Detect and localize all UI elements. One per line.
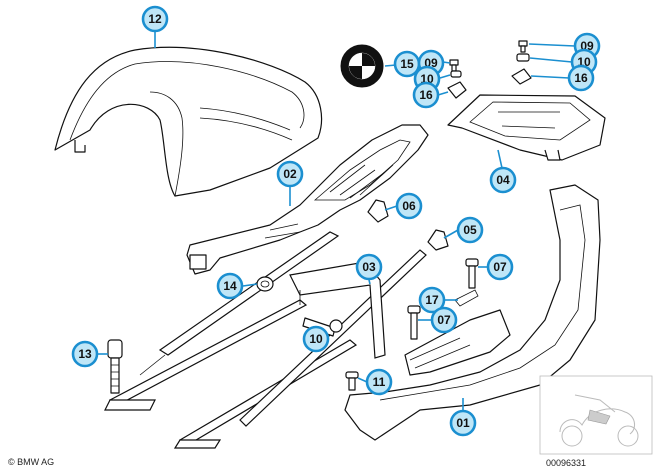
callout-03[interactable]: 03 [355, 253, 383, 281]
clip-06-drawing [367, 199, 389, 223]
seat-cover-drawing [54, 46, 323, 197]
callout-11[interactable]: 11 [365, 368, 393, 396]
svg-text:06: 06 [402, 199, 416, 213]
diagram-number: 00096331 [546, 458, 586, 468]
callout-12[interactable]: 12 [141, 5, 169, 33]
svg-text:05: 05 [463, 223, 477, 237]
callout-13[interactable]: 13 [71, 340, 99, 368]
motorcycle-thumbnail [539, 375, 653, 455]
grab-rail-drawing [186, 124, 429, 275]
callout-16[interactable]: 16 [412, 81, 440, 109]
callout-07[interactable]: 07 [486, 253, 514, 281]
screw-11-drawing [345, 371, 359, 391]
grommet-drawing [256, 276, 274, 292]
callout-17[interactable]: 17 [418, 286, 446, 314]
copyright-text: © BMW AG [8, 457, 54, 467]
callout-15[interactable]: 15 [393, 50, 421, 78]
svg-text:14: 14 [223, 279, 237, 293]
clip-05-drawing [427, 229, 449, 251]
callout-07[interactable]: 07 [430, 306, 458, 334]
svg-text:03: 03 [362, 260, 376, 274]
clip-17-drawing [454, 289, 479, 307]
callout-05[interactable]: 05 [456, 216, 484, 244]
svg-text:10: 10 [309, 332, 323, 346]
bolt-07-upper-drawing [465, 258, 479, 289]
callout-06[interactable]: 06 [395, 192, 423, 220]
bmw-roundel-emblem [340, 44, 384, 88]
svg-text:04: 04 [496, 173, 510, 187]
svg-text:13: 13 [78, 347, 92, 361]
callout-01[interactable]: 01 [449, 409, 477, 437]
callout-14[interactable]: 14 [216, 272, 244, 300]
svg-text:15: 15 [400, 57, 414, 71]
svg-text:02: 02 [283, 167, 297, 181]
carrier-drawing [344, 184, 601, 441]
svg-text:16: 16 [419, 88, 433, 102]
svg-text:07: 07 [493, 260, 507, 274]
callout-02[interactable]: 02 [276, 160, 304, 188]
svg-text:16: 16 [574, 71, 588, 85]
bolt-13-drawing [107, 339, 123, 394]
luggage-rack-drawing [447, 94, 606, 161]
svg-text:11: 11 [373, 375, 386, 389]
callout-16[interactable]: 16 [567, 64, 595, 92]
screw-small-drawing [447, 40, 532, 99]
svg-text:17: 17 [425, 293, 439, 307]
svg-text:01: 01 [456, 416, 470, 430]
callout-04[interactable]: 04 [489, 166, 517, 194]
svg-text:07: 07 [437, 313, 451, 327]
callout-10[interactable]: 10 [302, 325, 330, 353]
bolt-07-lower-drawing [407, 305, 421, 340]
svg-text:12: 12 [148, 12, 162, 26]
subframe-rails-drawing [104, 231, 427, 449]
